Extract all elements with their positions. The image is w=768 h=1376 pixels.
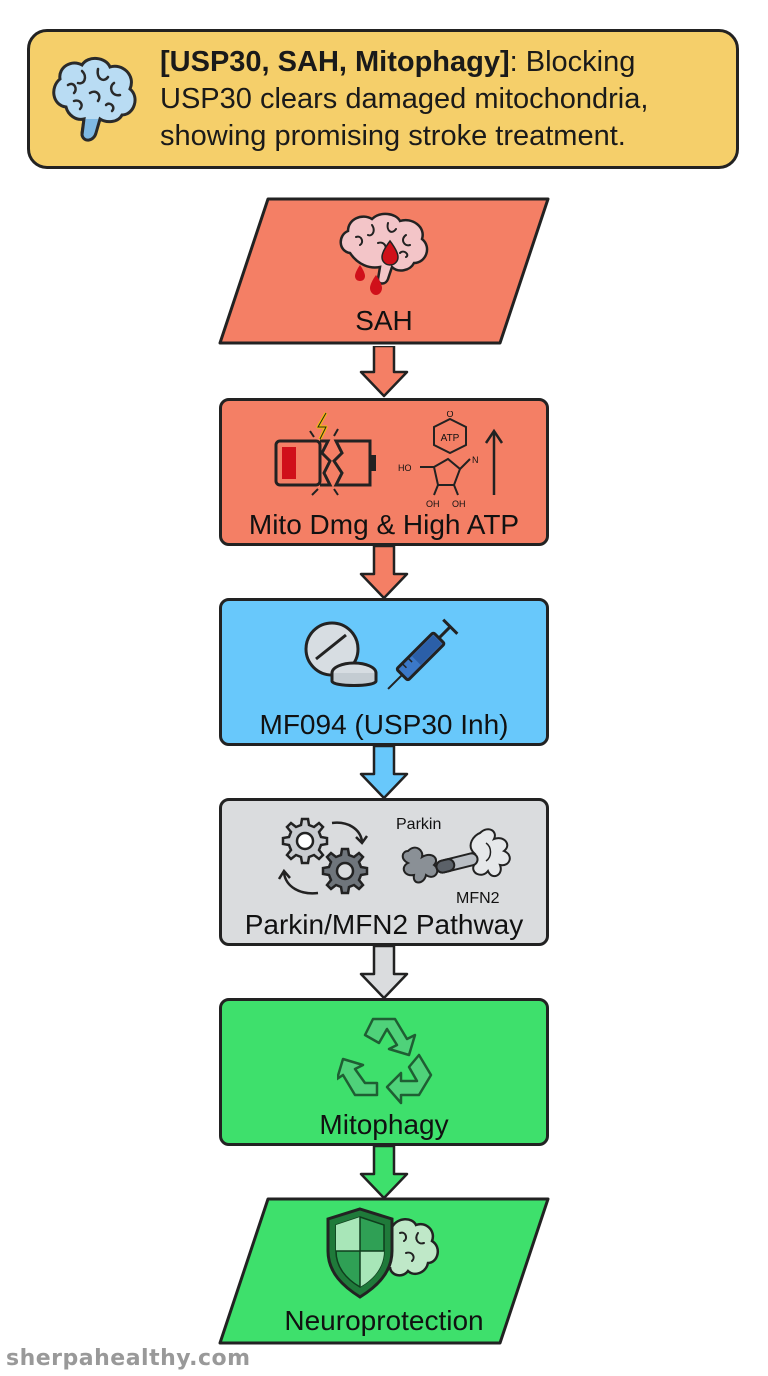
header-highlight: [USP30, SAH, Mitophagy]	[160, 45, 510, 78]
arrow-sah-to-mito	[359, 346, 409, 398]
pill-syringe-icon	[304, 618, 459, 690]
node-sah: SAH	[218, 197, 550, 345]
arrow-mitophagy-to-neuro	[359, 1146, 409, 1200]
mitophagy-label: Mitophagy	[319, 1109, 449, 1140]
broken-battery-icon	[274, 412, 376, 496]
oh-label-1: OH	[426, 499, 440, 509]
recycle-icon	[337, 1017, 433, 1105]
arrow-parkin-to-mitophagy	[359, 946, 409, 1000]
bleeding-brain-icon	[339, 212, 429, 295]
header-body: : Blocking USP30 clears damaged mitochon…	[160, 45, 649, 152]
ho-label: HO	[398, 463, 412, 473]
node-mf094: MF094 (USP30 Inh)	[219, 598, 549, 746]
n-label: N	[472, 455, 479, 465]
watermark: sherpahealthy.com	[6, 1346, 251, 1371]
sah-label: SAH	[355, 305, 413, 336]
atp-label: ATP	[441, 433, 460, 444]
shield-brain-icon	[326, 1207, 440, 1299]
parkin-icon-label: Parkin	[396, 816, 441, 833]
mito-dmg-label: Mito Dmg & High ATP	[248, 509, 520, 540]
parkin-label: Parkin/MFN2 Pathway	[244, 909, 524, 940]
header-banner: [USP30, SAH, Mitophagy]: Blocking USP30 …	[27, 29, 739, 169]
node-mito-dmg: ATP O N HO OH OH Mito Dmg & High ATP	[219, 398, 549, 546]
neuro-label: Neuroprotection	[284, 1305, 484, 1336]
node-neuroprotection: Neuroprotection	[218, 1197, 550, 1345]
mfn2-icon-label: MFN2	[456, 890, 500, 907]
mf094-label: MF094 (USP30 Inh)	[259, 709, 509, 740]
parkin-mfn2-icon: Parkin MFN2	[396, 816, 511, 907]
node-mitophagy: Mitophagy	[219, 998, 549, 1146]
atp-molecule-icon: ATP O N HO OH OH	[398, 411, 504, 509]
arrow-mf094-to-parkin	[359, 746, 409, 800]
node-parkin: Parkin MFN2 Parkin/MFN2 Pathway	[219, 798, 549, 946]
oh-label-2: OH	[452, 499, 466, 509]
gears-icon	[277, 817, 369, 895]
brain-icon	[52, 57, 137, 142]
arrow-mito-to-mf094	[359, 546, 409, 600]
header-text: [USP30, SAH, Mitophagy]: Blocking USP30 …	[160, 44, 718, 155]
o-label: O	[446, 411, 453, 419]
